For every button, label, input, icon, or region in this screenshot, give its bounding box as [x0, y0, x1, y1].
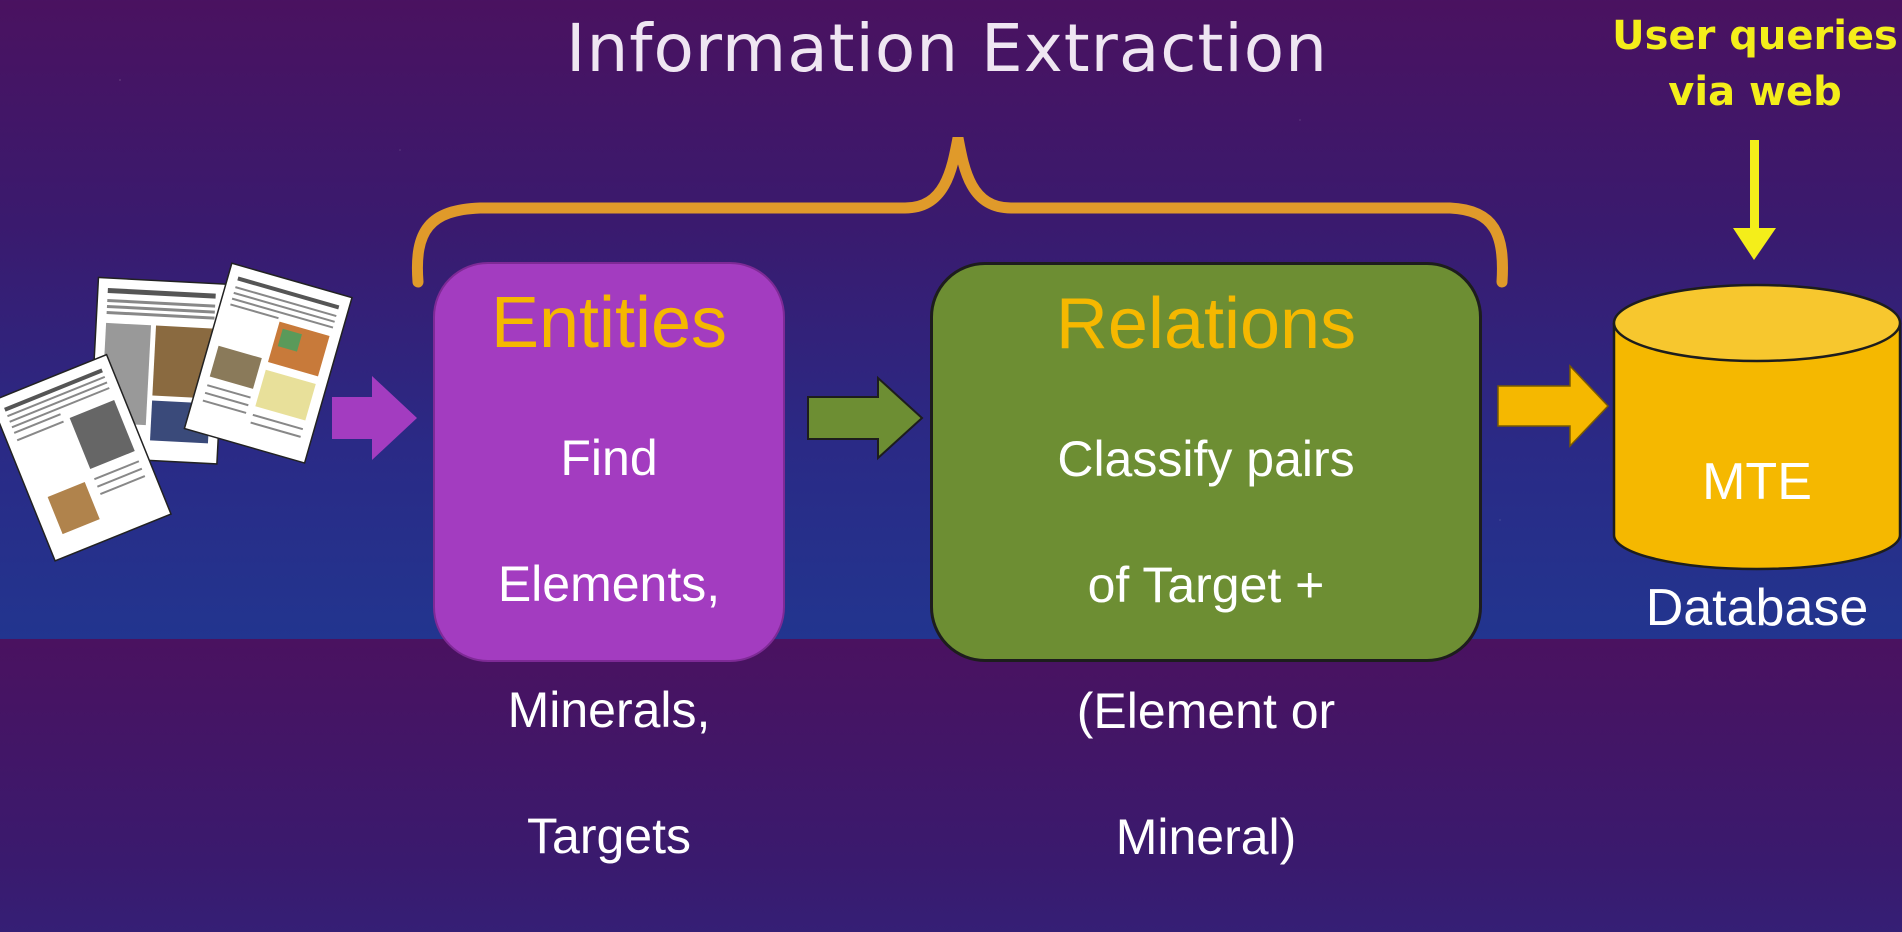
database-line: Database: [1645, 579, 1869, 637]
cylinder-database-icon: [1612, 283, 1902, 571]
arrow-down-icon: [1733, 140, 1776, 260]
diagram-title: Information Extraction: [566, 10, 1328, 87]
diagram-graphics: [0, 136, 1902, 571]
relations-heading: Relations: [1055, 284, 1357, 364]
relations-line: (Element or: [1076, 683, 1336, 739]
arrow-right-icon-yellow: [1497, 364, 1610, 448]
user-queries-line1: User queries: [1612, 13, 1898, 59]
database-label: MTE Database: [1612, 388, 1902, 703]
relations-line: Classify pairs: [1057, 431, 1355, 487]
entities-body: Find Elements, Minerals, Targets: [435, 364, 783, 931]
relations-line: of Target +: [1087, 557, 1325, 613]
database-line: MTE: [1702, 453, 1812, 511]
entities-line: Find: [560, 430, 658, 486]
entities-line: Targets: [527, 808, 691, 864]
entities-line: Minerals,: [507, 682, 711, 738]
user-queries-line2: via web: [1668, 69, 1842, 115]
relations-line: Mineral): [1115, 809, 1297, 865]
curly-brace: [411, 136, 1508, 288]
entities-box: Entities Find Elements, Minerals, Target…: [433, 262, 785, 864]
papers-stack-icon: [0, 262, 353, 562]
entities-heading: Entities: [490, 283, 728, 363]
relations-body: Classify pairs of Target + (Element or M…: [933, 365, 1479, 932]
entities-line: Elements,: [497, 556, 721, 612]
arrow-right-icon-green: [807, 375, 924, 461]
user-queries-label: User queries via web: [1590, 8, 1902, 120]
relations-box: Relations Classify pairs of Target + (El…: [930, 262, 1482, 865]
arrow-right-icon-purple: [332, 376, 417, 460]
